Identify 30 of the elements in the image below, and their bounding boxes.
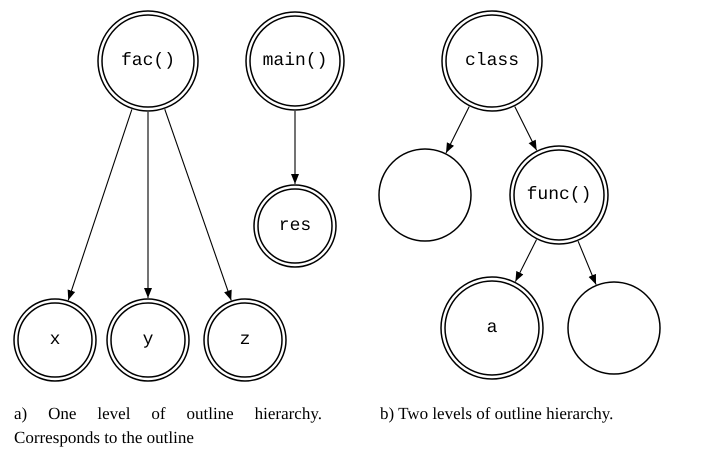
arrow (291, 111, 299, 184)
empty-circle (567, 281, 661, 375)
double-circle-node (440, 276, 544, 380)
subfigure-caption: b) Two levels of outline hierarchy. (380, 403, 614, 425)
arrow (578, 241, 597, 285)
node-label: res (278, 216, 312, 236)
node-label: a (486, 318, 498, 338)
arrow (164, 108, 232, 301)
node-label: x (50, 330, 60, 350)
subfigure-caption: a) One level of outline hierarchy. Corresponds to the outline (14, 403, 322, 449)
node-label: z (240, 330, 250, 350)
double-circle-node (441, 10, 543, 112)
double-circle-node (106, 298, 190, 382)
arrow (514, 106, 538, 151)
double-circle-node (253, 184, 337, 268)
arrow (514, 239, 537, 282)
double-circle-node (245, 11, 345, 111)
double-circle-node (509, 145, 609, 245)
arrow (144, 112, 152, 298)
node-label: class (464, 51, 519, 71)
node-label: main() (262, 51, 328, 71)
arrow (68, 109, 132, 300)
double-circle-node (97, 10, 199, 112)
node-label: fac() (120, 51, 175, 71)
node-label: func() (526, 185, 592, 205)
double-circle-node (203, 298, 287, 382)
double-circle-node (13, 298, 97, 382)
node-label: y (142, 330, 154, 350)
arrow (446, 106, 470, 154)
empty-circle (378, 148, 472, 242)
